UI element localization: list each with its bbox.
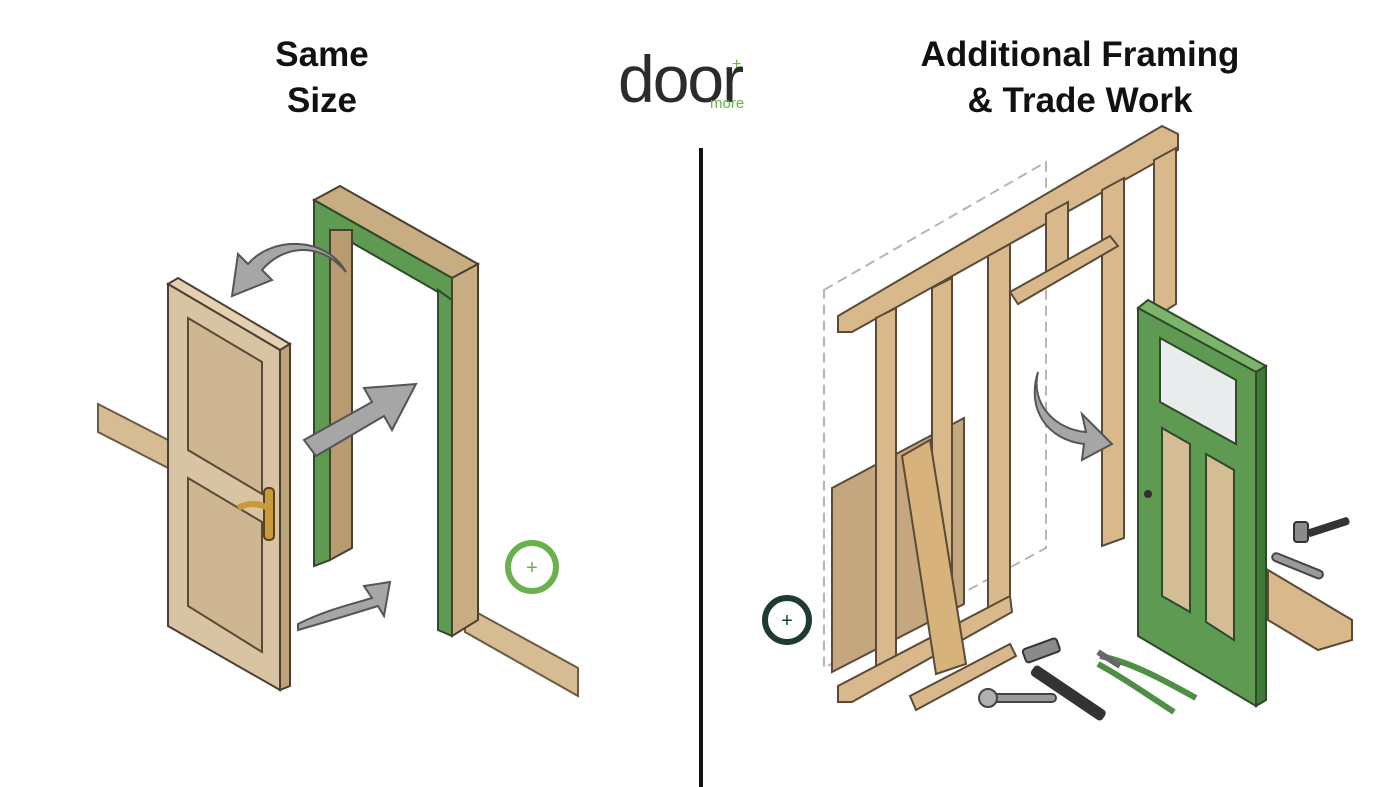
wall-studs [875, 146, 1177, 674]
logo-word: door [618, 42, 743, 116]
door-more-logo: door + more [618, 42, 745, 116]
right-title-line1: Additional Framing [920, 35, 1240, 74]
door-slab [166, 276, 292, 692]
right-panel-title: Additional Framing & Trade Work [880, 32, 1280, 124]
left-title-line2: Size [286, 81, 358, 120]
pliers-icon [1096, 649, 1198, 715]
right-title-line2: & Trade Work [967, 81, 1193, 120]
green-door [1136, 298, 1268, 708]
hammer-icon [1021, 637, 1106, 721]
small-hammer-icon [1293, 517, 1350, 543]
leaning-plank [900, 438, 968, 676]
left-wall-rail [97, 402, 169, 470]
left-plus-text: + [526, 557, 538, 579]
door-window [1159, 336, 1237, 446]
left-plus-marker: + [505, 540, 559, 594]
arrow-curved-top-icon [230, 243, 347, 298]
logo-sub: more [710, 95, 744, 112]
door-knob-icon [1144, 490, 1152, 498]
left-title-line1: Same [275, 35, 369, 74]
door-header [1008, 234, 1120, 306]
door-frame [311, 184, 481, 638]
loose-board-2 [1267, 568, 1353, 652]
dashed-wall-outline [823, 160, 1047, 670]
loose-board-1 [908, 642, 1018, 712]
small-wrench-icon [1271, 552, 1324, 580]
left-floor-rail [464, 604, 579, 698]
bottom-plate [837, 594, 1014, 703]
logo-badge: + [732, 56, 741, 73]
arrow-straight-icon [302, 382, 418, 458]
right-plus-text: + [781, 610, 793, 632]
right-plus-marker: + [762, 595, 812, 645]
wrench-icon [978, 688, 1057, 708]
center-divider [699, 148, 703, 787]
arrow-curved-bottom-icon [297, 580, 392, 632]
top-plate [837, 124, 1179, 333]
door-handle-icon [263, 487, 275, 541]
arrow-curved-right-icon [1033, 371, 1114, 462]
left-panel-title: Same Size [172, 32, 472, 124]
